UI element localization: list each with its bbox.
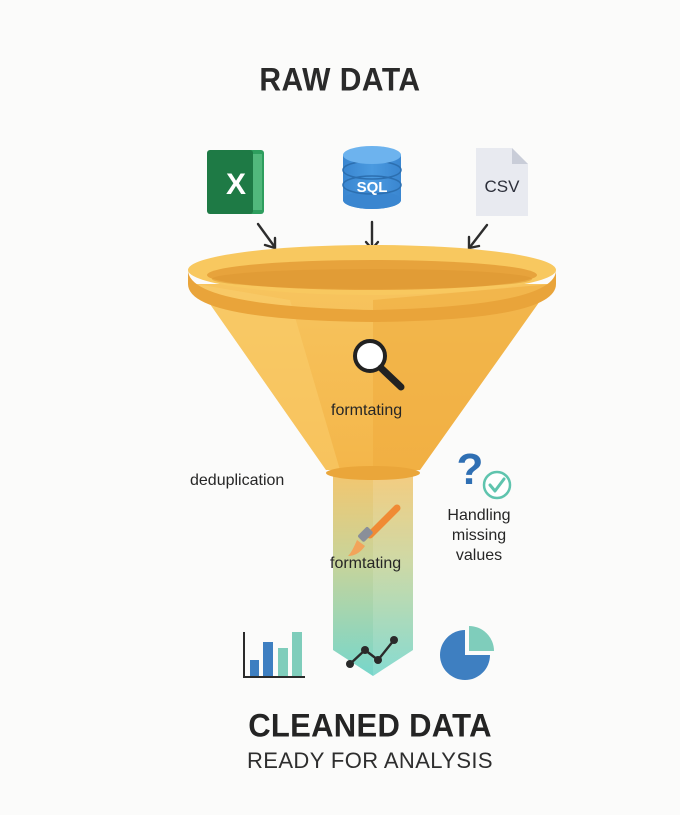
arrow-icon	[256, 222, 277, 250]
formatting-step-label: formtating	[331, 402, 403, 419]
ready-for-analysis-subtitle: READY FOR ANALYSIS	[246, 748, 494, 773]
deduplication-step-label: deduplication	[190, 472, 285, 489]
missing-values-line: missing	[451, 527, 507, 544]
magnifier-icon	[353, 339, 405, 391]
arrow-icon	[364, 220, 380, 251]
pie-chart-icon	[440, 626, 494, 680]
excel-letter: X	[226, 168, 246, 201]
raw-data-title: RAW DATA	[259, 62, 421, 99]
funnel-cone	[196, 284, 552, 480]
sql-label: SQL	[357, 179, 388, 196]
csv-label: CSV	[485, 177, 521, 196]
question-check-icon: ?	[457, 445, 512, 500]
funnel-rim	[188, 245, 556, 322]
cleaned-data-title: CLEANED DATA	[248, 706, 492, 745]
csv-file-icon: CSV	[476, 148, 528, 216]
missing-values-line: values	[455, 547, 503, 564]
input-arrows	[256, 220, 489, 251]
sql-database-icon: SQL	[342, 146, 402, 209]
missing-values-line: Handling	[447, 507, 511, 524]
missing-values-step-label: Handling missing values	[430, 506, 528, 566]
arrow-icon	[467, 223, 489, 250]
brush-icon	[348, 504, 401, 556]
bar-chart-icon	[243, 632, 305, 678]
line-chart-icon	[346, 636, 398, 668]
excel-icon: X	[207, 150, 264, 214]
svg-text:?: ?	[457, 445, 484, 494]
formatting-step-label-secondary: formtating	[330, 555, 402, 572]
